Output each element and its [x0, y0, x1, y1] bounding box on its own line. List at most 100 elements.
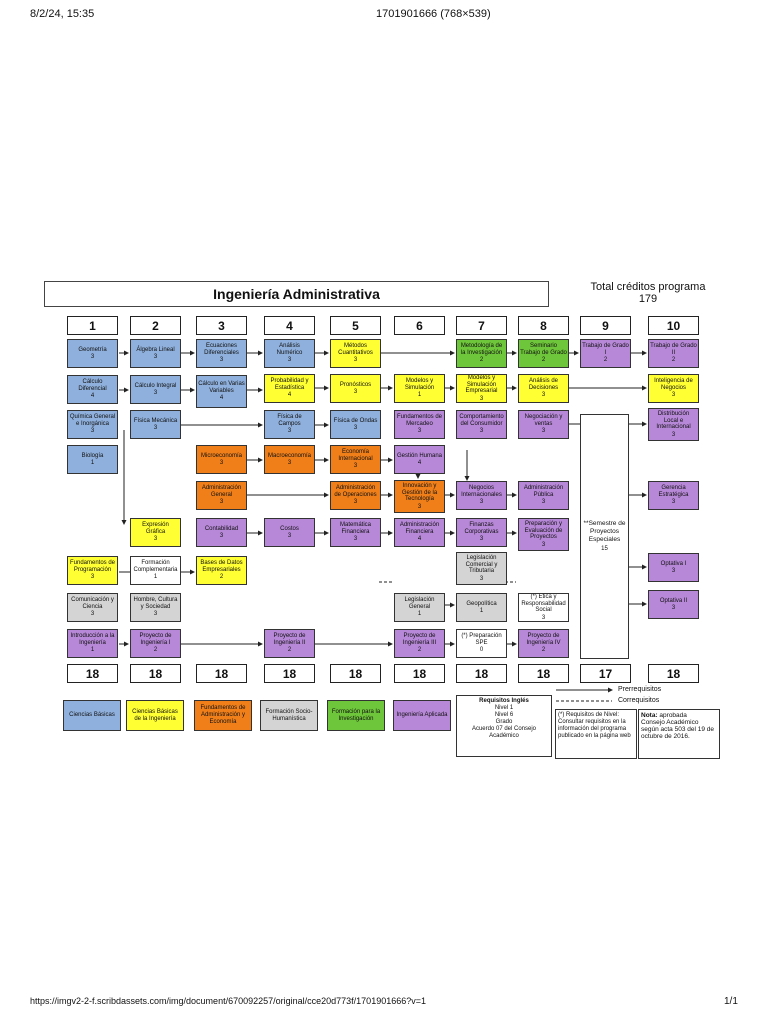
course-credits: 2: [153, 647, 158, 654]
course-name: Ecuaciones Diferenciales: [204, 343, 239, 356]
semester-credits: 18: [518, 664, 569, 683]
course-name: **Semestre de Proyectos Especiales: [583, 520, 626, 543]
course-name: Proyecto de Ingeniería II: [273, 633, 306, 646]
course-name: Distribución Local e Internacional: [656, 411, 691, 430]
course-name: Administración Pública: [523, 485, 564, 498]
course-credits: 1: [417, 392, 422, 399]
course-credits: 3: [417, 503, 422, 510]
course-name: Optativa II: [659, 597, 688, 604]
course-credits: 1: [90, 460, 95, 466]
course-name: Administración Financiera: [399, 522, 440, 535]
course-name: Métodos Cuantitativos: [338, 343, 373, 356]
semester-credits: 18: [264, 664, 315, 683]
course-credits: 3: [153, 354, 158, 360]
course-name: Comunicación y Ciencia: [71, 597, 114, 610]
course-name: Hombre, Cultura y Sociedad: [133, 597, 178, 610]
semester-header: 3: [196, 316, 247, 335]
course-name: Matemática Financiera: [339, 522, 371, 535]
total-credits: Total créditos programa 179: [588, 281, 708, 305]
course-name: Química General e Inorgánica: [69, 414, 116, 427]
course-name: Negocios Internacionales: [461, 485, 502, 498]
legend-investigacion: Formación para la Investigación: [327, 700, 385, 731]
english-grado: Grado: [495, 719, 513, 725]
course-name: Microeconomía: [200, 452, 242, 459]
course-credits: 3: [153, 611, 158, 618]
course-name: Inteligencia de Negocios: [654, 378, 693, 391]
course-credits: 2: [541, 357, 546, 364]
course-credits: 3: [479, 575, 484, 582]
course-credits: 1: [153, 574, 158, 581]
course-credits: 3: [541, 428, 546, 435]
course-credits: 3: [479, 428, 484, 435]
course-credits: 4: [90, 393, 95, 400]
course-credits: 3: [671, 568, 676, 574]
legend-ingenieria-aplicada: Ingeniería Aplicada: [393, 700, 451, 731]
course-credits: 3: [353, 425, 358, 431]
semester-header: 8: [518, 316, 569, 335]
course-credits: 3: [479, 395, 484, 402]
semester-header: 7: [456, 316, 507, 335]
course-name: Análisis de Decisiones: [528, 378, 559, 391]
course-credits: 4: [219, 395, 224, 402]
semester-credits: 18: [456, 664, 507, 683]
semester-header: 6: [394, 316, 445, 335]
approval-note-word: aprobada: [659, 712, 687, 719]
course-name: Contabilidad: [204, 525, 239, 532]
total-credits-value: 179: [638, 293, 658, 305]
course-credits: 2: [671, 357, 676, 364]
course-credits: 1: [479, 608, 484, 614]
semester-header: 1: [67, 316, 118, 335]
english-acuerdo: Acuerdo 07 del Consejo Académico: [471, 726, 537, 739]
course-credits: 3: [541, 499, 546, 506]
english-title: Requisitos Inglés: [479, 698, 529, 704]
semester-header: 10: [648, 316, 699, 335]
semester-header: 2: [130, 316, 181, 335]
course-name: Cálculo en Varias Variables: [198, 381, 245, 394]
legend-correquisitos: Correquisitos: [618, 697, 660, 704]
total-credits-label: Total créditos programa: [590, 281, 706, 293]
course-credits: 3: [90, 574, 95, 581]
semester-credits: 18: [67, 664, 118, 683]
course-name: Macroeconomía: [267, 452, 312, 459]
course-name: (*) Ética y Responsabilidad Social: [521, 594, 566, 613]
course-credits: 3: [287, 357, 292, 364]
course-name: Economía Internacional: [338, 449, 373, 462]
course-name: Cálculo Integral: [134, 382, 177, 389]
course-credits: 3: [541, 614, 546, 621]
course-name: Preparación y Evaluación de Proyectos: [524, 521, 563, 540]
course-credits: 2: [479, 357, 484, 364]
course-name: Introducción a la Ingeniería: [70, 633, 115, 646]
course-name: Gestión Humana: [396, 452, 443, 459]
course-credits: 3: [417, 428, 422, 435]
course-credits: 3: [353, 357, 358, 364]
english-level-6: Nivel 6: [494, 712, 514, 718]
course-name: (*) Preparación SPE: [461, 633, 502, 646]
course-name: Física de Ondas: [333, 417, 378, 424]
